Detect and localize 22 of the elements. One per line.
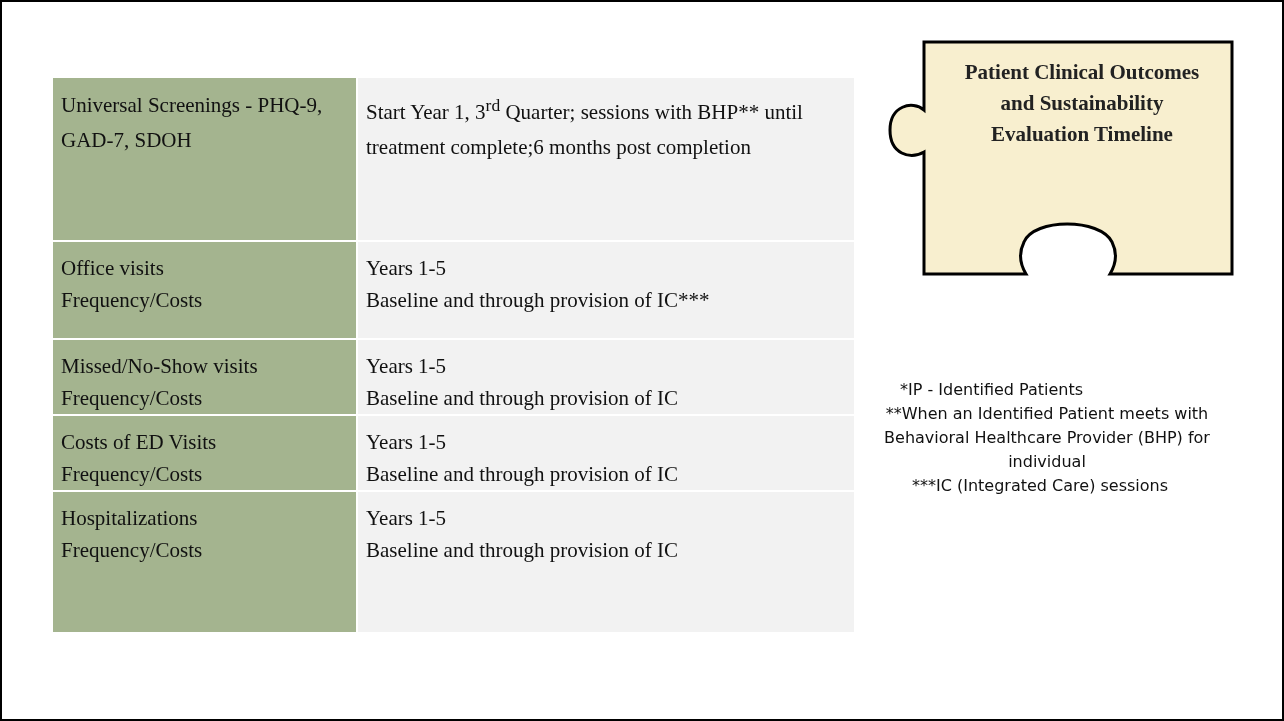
cell-text: Baseline and through provision of IC <box>366 461 680 488</box>
puzzle-title: Patient Clinical Outcomes and Sustainability Evaluation Timeline <box>963 59 1201 148</box>
cell-text: Hospitalizations <box>61 505 199 532</box>
table-cell: Universal Screenings - PHQ-9, GAD-7, SDOH <box>53 78 358 242</box>
cell-text: Years 1-5 <box>366 353 448 380</box>
footnote: *IP - Identified Patients <box>900 379 1085 401</box>
cell-text: Missed/No-Show visits <box>61 353 259 380</box>
cell-text: Years 1-5 <box>366 255 448 282</box>
cell-text: Baseline and through provision of IC <box>366 385 680 412</box>
cell-text: Baseline and through provision of IC*** <box>366 287 711 314</box>
cell-text: Frequency/Costs <box>61 385 204 412</box>
cell-text: Years 1-5 <box>366 505 448 532</box>
cell-text: Costs of ED Visits <box>61 429 218 456</box>
cell-text: Baseline and through provision of IC <box>366 537 680 564</box>
footnote: **When an Identified Patient meets with Behavioral Healthcare Provider (BHP) for individual <box>883 403 1211 473</box>
table-cell: Start Year 1, 3$^{rd}$ Quarter; sessions with BHP** until treatment complete;6 months post completion <box>358 78 854 242</box>
cell-text: Frequency/Costs <box>61 461 204 488</box>
cell-text: Frequency/Costs <box>61 537 204 564</box>
cell-text: Years 1-5 <box>366 429 448 456</box>
footnote: ***IC (Integrated Care) sessions <box>911 475 1169 497</box>
cell-text: Office visits <box>61 255 165 282</box>
cell-text: Frequency/Costs <box>61 287 204 314</box>
